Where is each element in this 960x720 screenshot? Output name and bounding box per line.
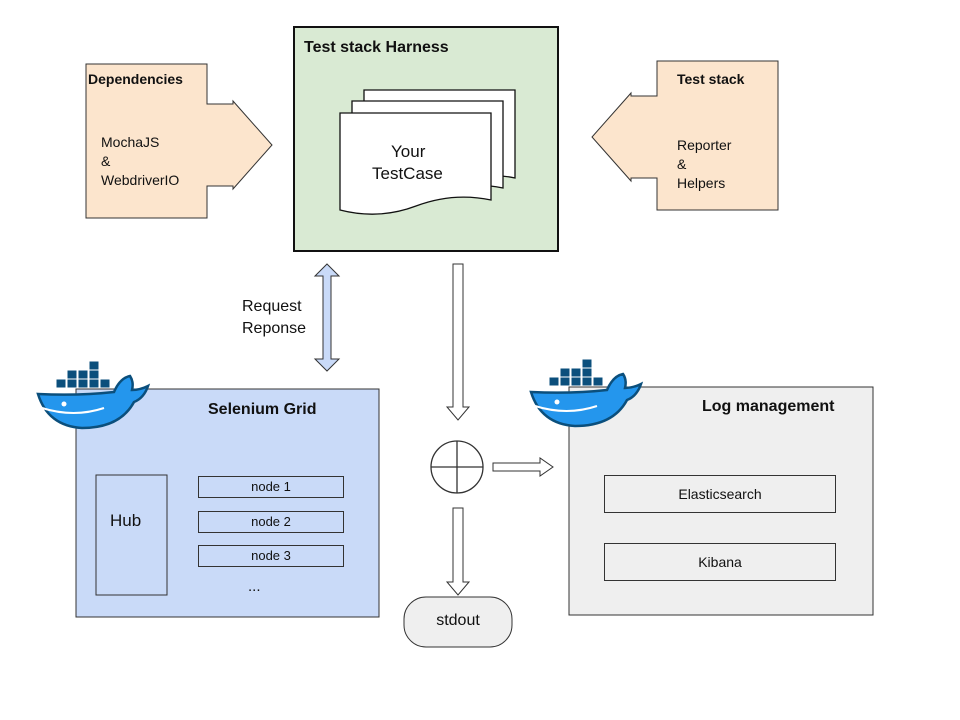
elasticsearch-box: Elasticsearch bbox=[604, 475, 836, 513]
selenium-grid-title: Selenium Grid bbox=[208, 401, 317, 418]
testcase-line-2: TestCase bbox=[372, 164, 443, 183]
test-stack-arrow-box bbox=[591, 60, 779, 211]
stdout-label: stdout bbox=[436, 612, 480, 629]
selenium-node: node 3 bbox=[198, 545, 344, 567]
dependencies-arrow-box bbox=[85, 63, 273, 219]
log-management-box bbox=[568, 386, 874, 616]
selenium-node: node 1 bbox=[198, 476, 344, 498]
merge-right-arrow bbox=[492, 457, 554, 477]
dependencies-line-1: MochaJS bbox=[101, 134, 160, 150]
request-response-arrow bbox=[313, 263, 341, 372]
log-management-title: Log management bbox=[702, 398, 835, 415]
testcase-line-1: Your bbox=[391, 142, 426, 161]
nodes-ellipsis: ... bbox=[248, 578, 261, 595]
response-label: Reponse bbox=[242, 320, 307, 337]
hub-label: Hub bbox=[110, 511, 142, 530]
test-stack-line-2: & bbox=[677, 156, 687, 172]
testcase-documents-icon bbox=[339, 89, 516, 215]
kibana-box: Kibana bbox=[604, 543, 836, 581]
harness-down-arrow bbox=[445, 263, 471, 421]
stdout-pill bbox=[403, 596, 513, 648]
docker-whale-icon bbox=[529, 358, 644, 428]
dependencies-title: Dependencies bbox=[88, 71, 183, 87]
merge-node-icon bbox=[430, 440, 484, 494]
selenium-node: node 2 bbox=[198, 511, 344, 533]
merge-down-arrow bbox=[445, 507, 471, 596]
docker-whale-icon bbox=[36, 360, 151, 430]
hub-box bbox=[95, 474, 168, 596]
selenium-grid-box bbox=[75, 388, 380, 618]
test-stack-line-1: Reporter bbox=[677, 137, 732, 153]
test-stack-title: Test stack bbox=[677, 71, 745, 87]
test-stack-line-3: Helpers bbox=[677, 175, 726, 191]
dependencies-line-2: & bbox=[101, 153, 111, 169]
dependencies-line-3: WebdriverIO bbox=[101, 172, 180, 188]
harness-title: Test stack Harness bbox=[304, 39, 449, 56]
request-label: Request bbox=[242, 298, 302, 315]
